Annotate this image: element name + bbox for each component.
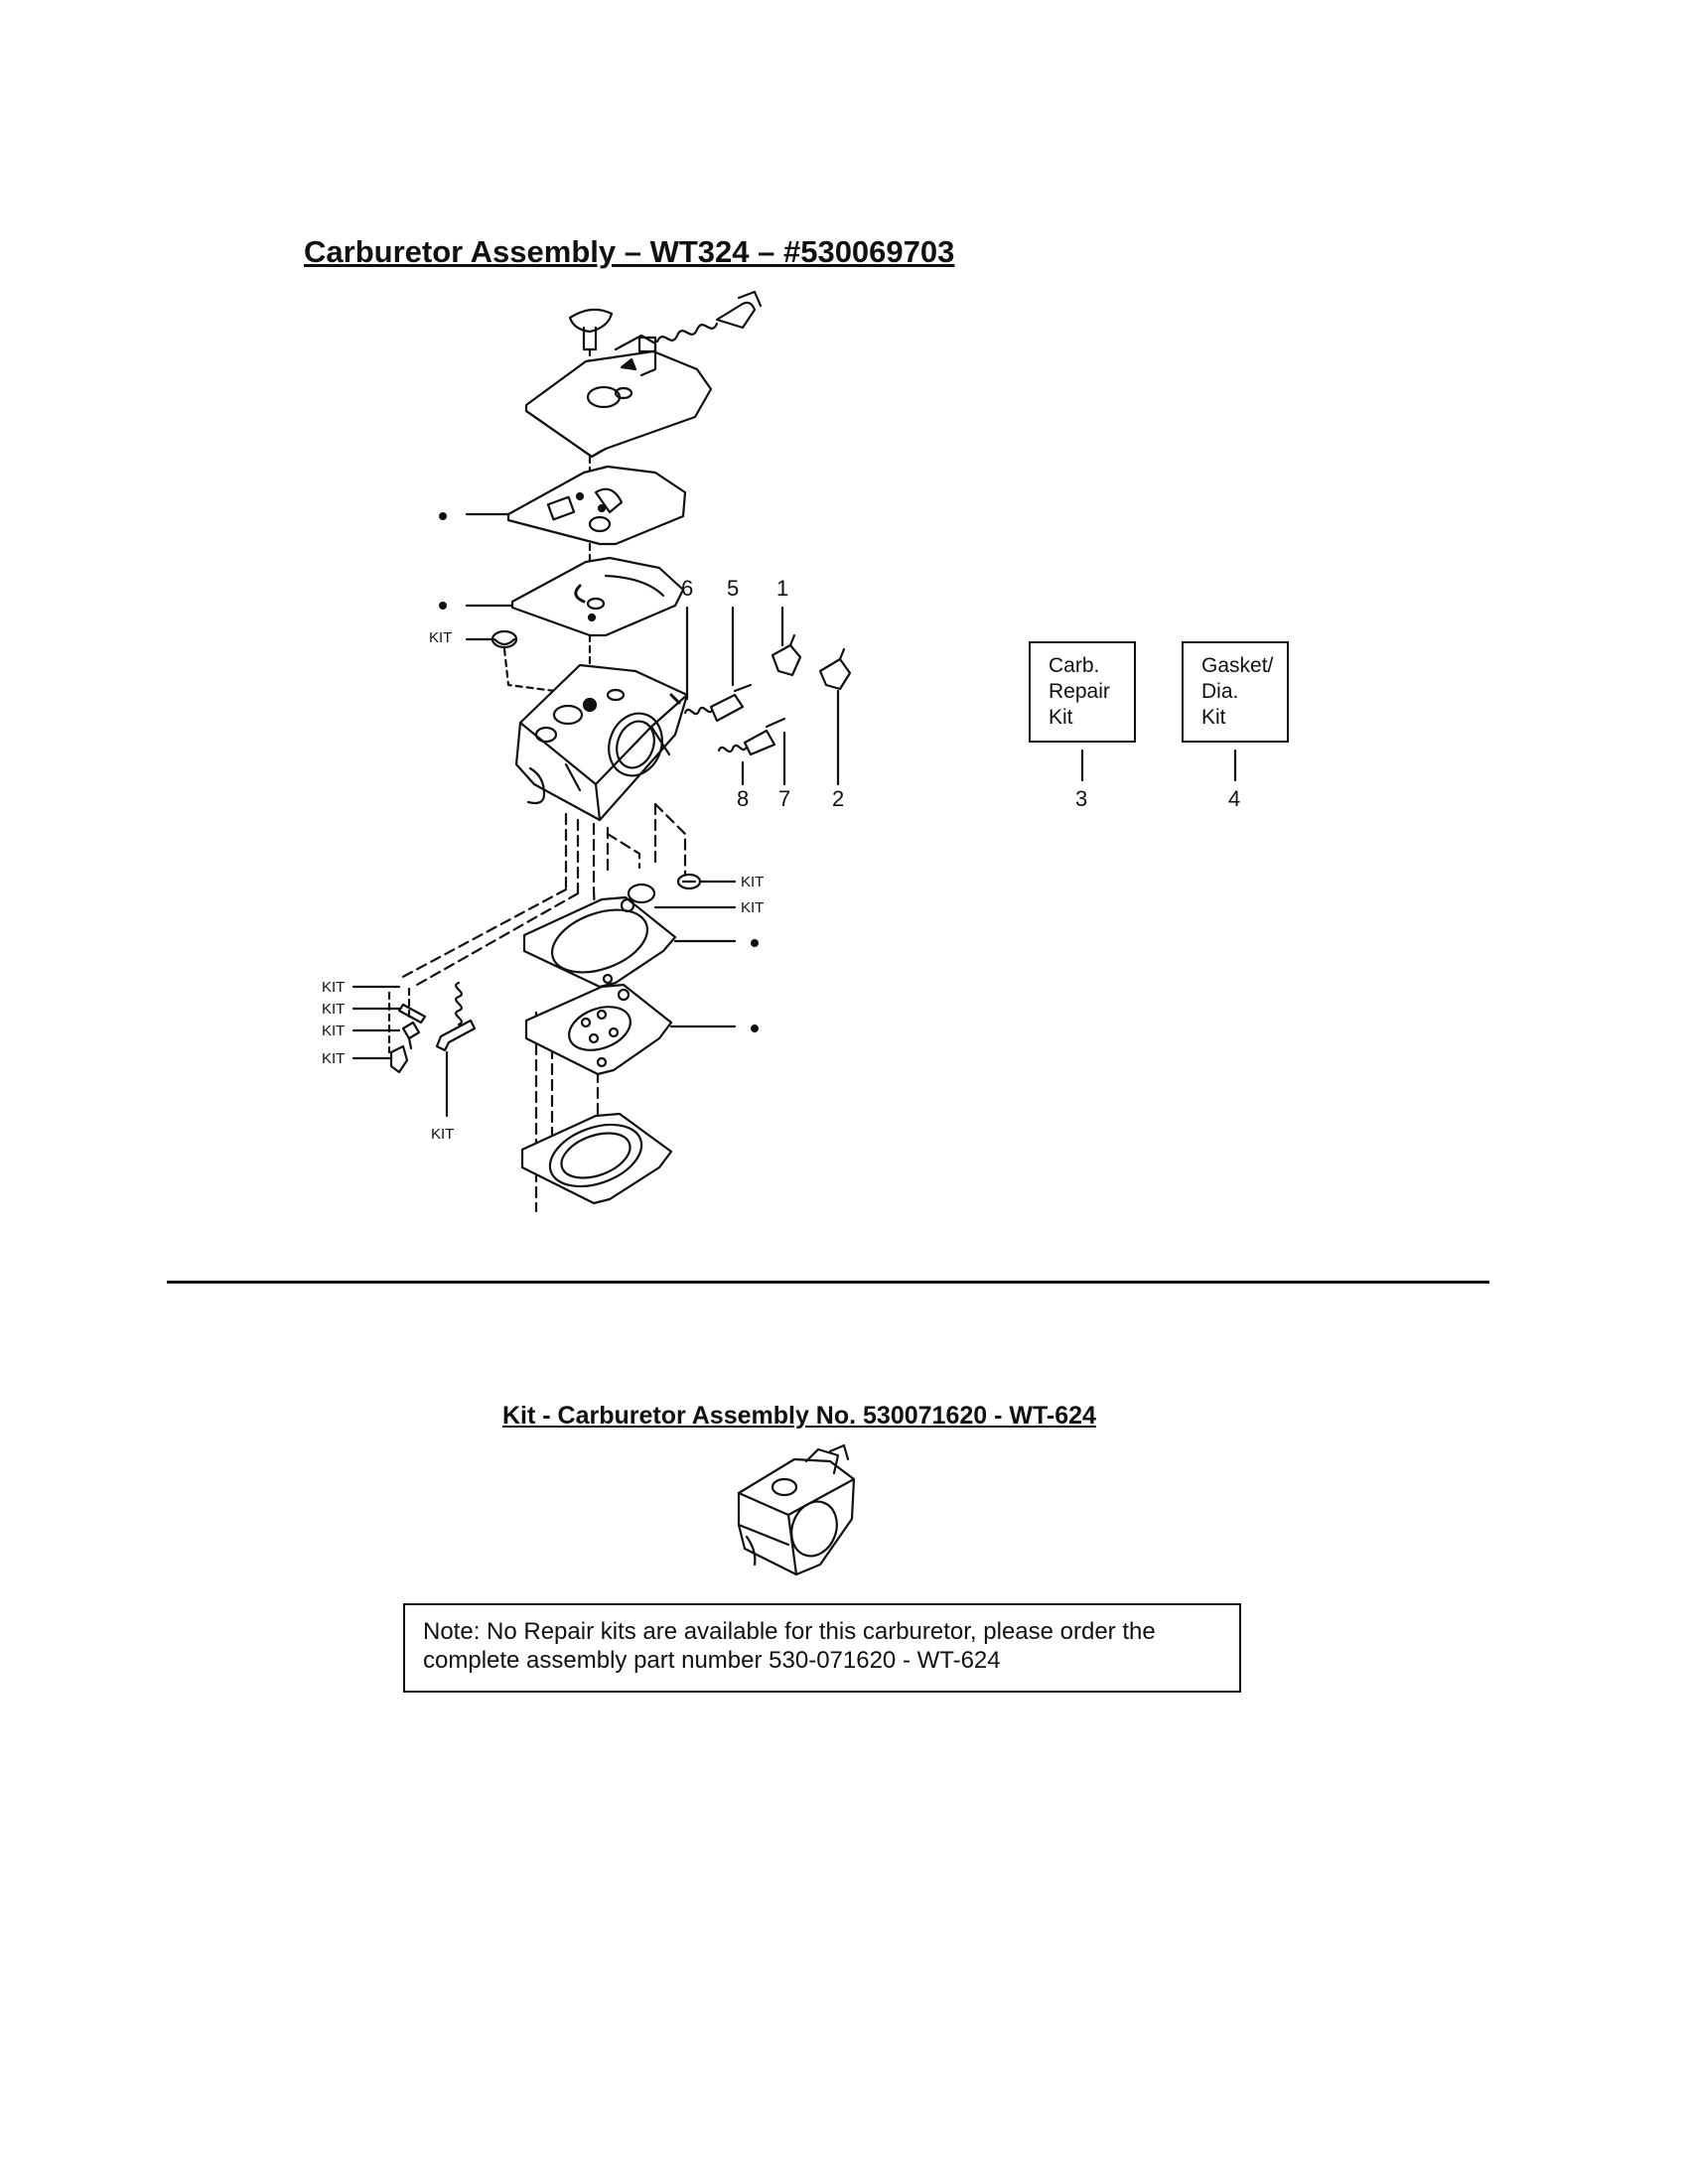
kit-label-part-b: KIT bbox=[741, 899, 765, 916]
callout-4: 4 bbox=[1228, 786, 1241, 811]
callout-2: 2 bbox=[832, 786, 845, 811]
kit-label-lever: KIT bbox=[431, 1126, 455, 1143]
callout-7: 7 bbox=[778, 786, 791, 811]
carburetor-body bbox=[514, 663, 689, 822]
kit-label-screen: KIT bbox=[429, 629, 453, 646]
pump-gasket bbox=[522, 895, 677, 989]
metering-diaphragm bbox=[506, 465, 687, 546]
gasket-dia-kit-box: Gasket/ Dia. Kit bbox=[1182, 641, 1289, 743]
callout-5: 5 bbox=[727, 576, 740, 601]
repair-kit-note: Note: No Repair kits are available for t… bbox=[403, 1603, 1241, 1693]
callout-6: 6 bbox=[681, 576, 694, 601]
limiter-caps bbox=[771, 633, 852, 691]
kit-label-part-a: KIT bbox=[741, 874, 765, 890]
kit-assembly-title: Kit - Carburetor Assembly No. 530071620 … bbox=[502, 1402, 1096, 1430]
carb-repair-kit-line-3: Kit bbox=[1049, 706, 1073, 729]
gasket-kit-line-2: Dia. bbox=[1201, 680, 1239, 703]
left-kit-leaders bbox=[351, 985, 401, 1060]
assembly-leader-lines bbox=[397, 802, 687, 1213]
assembly-title: Carburetor Assembly – WT324 – #530069703 bbox=[304, 234, 955, 269]
carb-repair-kit-line-2: Repair bbox=[1049, 680, 1110, 703]
kit-label-spring: KIT bbox=[322, 979, 346, 996]
gasket-kit-line-3: Kit bbox=[1201, 706, 1226, 729]
carb-repair-kit-line-1: Carb. bbox=[1049, 654, 1100, 677]
kit-small-parts bbox=[627, 873, 737, 909]
section-divider bbox=[167, 1281, 1489, 1284]
callout-leaders bbox=[685, 606, 1237, 786]
inlet-screen bbox=[491, 629, 518, 649]
metering-cover bbox=[524, 334, 713, 459]
kit-label-pin: KIT bbox=[322, 1001, 346, 1018]
kit-label-screw: KIT bbox=[322, 1050, 346, 1067]
gasket-kit-line-1: Gasket/ bbox=[1201, 654, 1274, 677]
lever-and-needle-parts bbox=[387, 981, 477, 1118]
callout-1: 1 bbox=[776, 576, 789, 601]
callout-3: 3 bbox=[1075, 786, 1088, 811]
kit-bullets bbox=[439, 512, 759, 1032]
carb-repair-kit-box: Carb. Repair Kit bbox=[1029, 641, 1136, 743]
kit-label-needle: KIT bbox=[322, 1023, 346, 1039]
callout-8: 8 bbox=[737, 786, 750, 811]
adjustment-spring-screw bbox=[655, 290, 763, 343]
wt624-carburetor-illustration bbox=[737, 1443, 856, 1576]
metering-gasket bbox=[510, 556, 685, 637]
pump-cover bbox=[520, 1112, 673, 1205]
mixture-needles bbox=[683, 683, 786, 756]
pump-diaphragm bbox=[524, 983, 673, 1076]
